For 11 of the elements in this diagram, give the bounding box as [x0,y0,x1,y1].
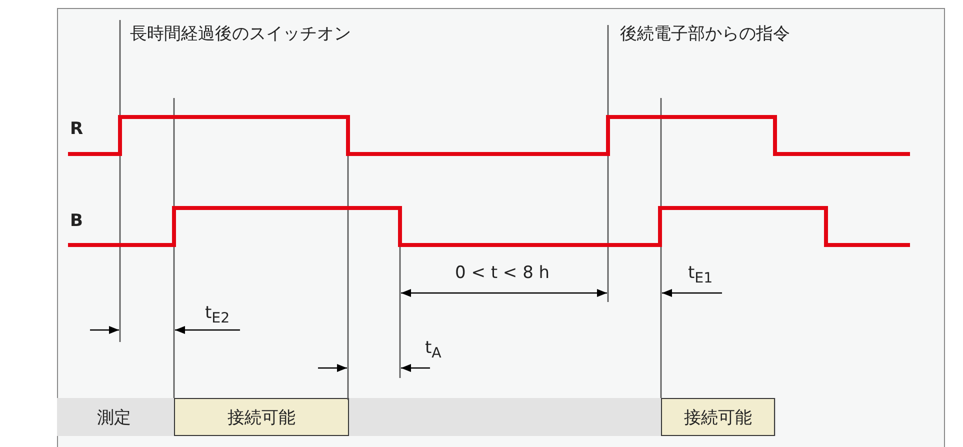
connectable-box: 接続可能 [661,398,775,436]
dimension-label: t$_{E2}$ [205,305,230,326]
signal-label: B [70,213,83,230]
signal-label: R [70,121,84,138]
dimension-label: 0 < t < 8 h [455,265,550,282]
dimension-label: t$_{E1}$ [688,265,713,286]
caption-label: 後続電子部からの指令 [620,26,790,43]
caption-label: 長時間経過後のスイッチオン [130,26,351,43]
measurement-band: 測定 接続可能 接続可能 [57,398,776,436]
dimension-label: t$_{A}$ [425,340,442,361]
connectable-box: 接続可能 [174,398,349,436]
